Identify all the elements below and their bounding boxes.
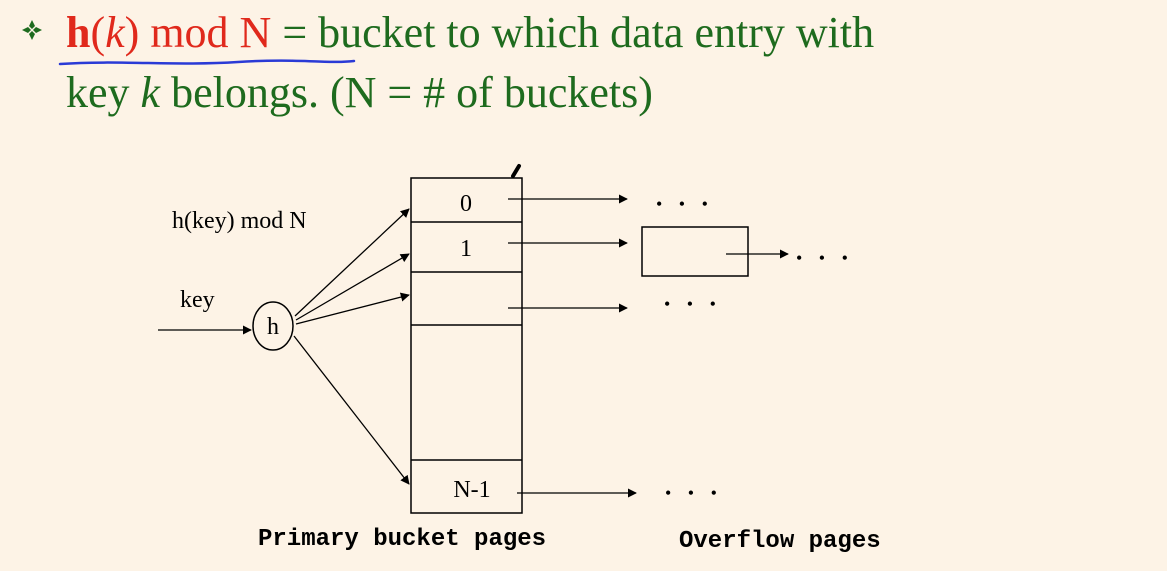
- heading-key-text: key: [66, 68, 141, 117]
- bullet-diamond-icon: [22, 20, 42, 40]
- bucket-label-0: 0: [460, 191, 472, 217]
- pen-mark: [511, 164, 521, 178]
- primary-bucket-column: [410, 177, 523, 514]
- heading-line-2-text: belongs. (N = # of buckets): [160, 68, 653, 117]
- heading-line-1-text: = bucket to which data entry with: [271, 8, 875, 57]
- hash-function-name: h: [66, 8, 91, 57]
- overflow-arrows: [508, 194, 789, 498]
- hash-node-label: h: [267, 314, 279, 340]
- hash-output-arrows: [293, 208, 410, 485]
- overflow-ellipsis-0: • • •: [656, 194, 714, 214]
- heading-line-1: h(k) mod N = bucket to which data entry …: [66, 4, 874, 62]
- hash-mod-label: h(key) mod N: [172, 208, 307, 234]
- heading-key-variable: k: [140, 68, 161, 117]
- overflow-ellipsis-1: • • •: [796, 248, 854, 268]
- overflow-ellipsis-3: • • •: [665, 483, 723, 503]
- bucket-label-1: 1: [460, 236, 472, 262]
- overflow-ellipsis-2: • • •: [664, 294, 722, 314]
- hash-term: h(k) mod N: [66, 8, 271, 57]
- bucket-label-last: N-1: [453, 477, 490, 503]
- key-label: key: [180, 287, 215, 313]
- open-paren: (: [90, 8, 106, 57]
- primary-pages-caption: Primary bucket pages: [258, 526, 546, 553]
- pen-underline: [58, 59, 356, 66]
- key-variable: k: [105, 8, 125, 57]
- heading-line-2: key k belongs. (N = # of buckets): [66, 64, 653, 122]
- mod-n-text: mod N: [139, 8, 272, 57]
- close-paren: ): [124, 8, 140, 57]
- overflow-pages-caption: Overflow pages: [679, 528, 881, 555]
- hash-node: [252, 301, 294, 351]
- overflow-page: [641, 226, 749, 277]
